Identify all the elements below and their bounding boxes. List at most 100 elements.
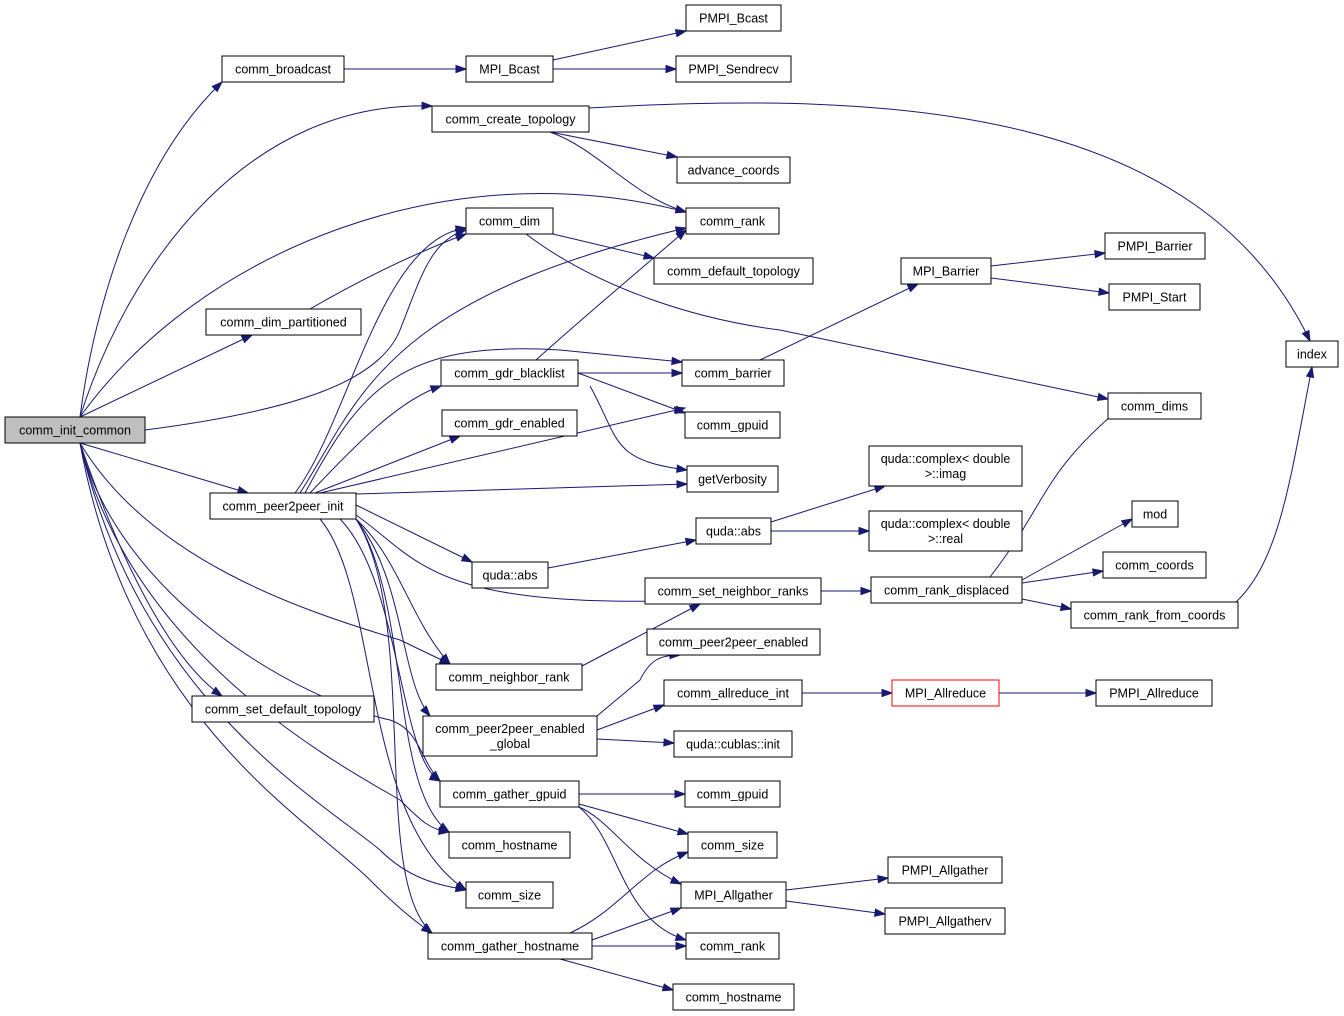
call-edge-arrowhead [675,941,688,951]
function-node-box [684,780,781,808]
call-edge-arrowhead [674,789,687,799]
function-node-comm-rank-b[interactable]: comm_rank [685,932,780,960]
function-node-comm-neighbor-rank[interactable]: comm_neighbor_rank [435,663,583,691]
function-node-label: comm_size [701,839,764,853]
function-node-comm-set-default-topology[interactable]: comm_set_default_topology [191,695,375,723]
function-node-label: comm_peer2peer_enabled [659,636,808,650]
call-edge-arrowhead [675,229,688,241]
function-node-label: >::real [928,532,963,546]
call-edge [549,131,678,158]
call-edge [596,704,665,731]
call-edge [785,877,889,891]
function-node-comm-rank-displaced[interactable]: comm_rank_displaced [870,576,1023,604]
call-edge [314,435,461,494]
function-node-mpi-allreduce[interactable]: MPI_Allreduce [891,679,1000,707]
function-node-comm-gdr-blacklist[interactable]: comm_gdr_blacklist [440,359,579,387]
function-node-pmpi-barrier[interactable]: PMPI_Barrier [1104,232,1206,260]
call-edge [79,442,441,782]
function-node-comm-hostname-a[interactable]: comm_hostname [448,831,571,859]
function-node-comm-init-common[interactable]: comm_init_common [4,416,146,444]
call-edge [79,442,249,494]
call-edge [79,105,433,418]
function-node-comm-allreduce-int[interactable]: comm_allreduce_int [663,679,803,707]
function-node-label: comm_broadcast [235,63,331,77]
function-node-label: comm_gpuid [697,419,769,433]
function-node-comm-dims[interactable]: comm_dims [1107,392,1202,420]
call-edge [294,227,467,494]
function-node-label: comm_size [478,889,541,903]
function-node-pmpi-sendrecv[interactable]: PMPI_Sendrecv [675,55,792,83]
function-node-advance-coords[interactable]: advance_coords [676,156,791,184]
function-node-mpi-bcast[interactable]: MPI_Bcast [465,55,554,83]
call-edge [578,806,687,941]
call-edge [79,442,223,697]
function-node-comm-size-b[interactable]: comm_size [687,831,778,859]
function-node-complex-real[interactable]: quda::complex< double>::real [868,510,1023,552]
function-node-box [900,257,992,285]
function-node-box [205,308,362,336]
function-node-comm-gpuid-a[interactable]: comm_gpuid [684,411,781,439]
function-node-comm-create-topology[interactable]: comm_create_topology [431,105,590,133]
function-node-quda-abs-b[interactable]: quda::abs [695,517,772,545]
call-edge-arrowhead [454,233,468,242]
function-node-comm-coords[interactable]: comm_coords [1102,551,1207,579]
function-node-comm-broadcast[interactable]: comm_broadcast [221,55,345,83]
function-node-comm-gather-gpuid[interactable]: comm_gather_gpuid [439,780,580,808]
function-node-comm-default-topology[interactable]: comm_default_topology [653,257,814,285]
function-node-pmpi-allreduce[interactable]: PMPI_Allreduce [1095,679,1213,707]
function-node-label: comm_gather_gpuid [453,788,567,802]
call-edge-arrowhead [1096,392,1110,401]
function-node-box [672,983,795,1011]
call-edge-arrowhead [674,29,688,38]
function-node-getverbosity[interactable]: getVerbosity [686,465,779,493]
function-node-comm-rank-a[interactable]: comm_rank [685,207,780,235]
function-node-mpi-barrier[interactable]: MPI_Barrier [900,257,992,285]
function-node-pmpi-allgather[interactable]: PMPI_Allgather [887,856,1003,884]
function-node-comm-rank-from-coords[interactable]: comm_rank_from_coords [1070,601,1239,629]
function-node-box [653,257,814,285]
function-node-pmpi-allgatherv[interactable]: PMPI_Allgatherv [884,907,1006,935]
function-node-comm-dim-partitioned[interactable]: comm_dim_partitioned [205,308,362,336]
call-edge-arrowhead [877,875,890,884]
function-node-box [663,679,803,707]
call-edge-arrowhead [211,80,224,93]
call-edge-arrowhead [688,603,702,613]
function-node-comm-peer2peer-init[interactable]: comm_peer2peer_init [209,492,357,520]
function-node-cublas-init[interactable]: quda::cublas::init [673,730,793,758]
function-node-box [448,831,571,859]
function-node-comm-size-a[interactable]: comm_size [465,881,554,909]
function-node-comm-barrier[interactable]: comm_barrier [681,359,785,387]
function-node-box [1108,283,1201,311]
function-node-comm-hostname-b[interactable]: comm_hostname [672,983,795,1011]
call-edge-arrowhead [1094,250,1107,259]
function-node-mod[interactable]: mod [1131,500,1179,528]
function-node-box [471,561,549,589]
function-node-quda-abs-a[interactable]: quda::abs [471,561,549,589]
function-node-comm-peer2peer-enabled-global[interactable]: comm_peer2peer_enabled_global [422,715,598,757]
function-node-comm-set-neighbor-ranks[interactable]: comm_set_neighbor_ranks [644,577,822,605]
function-node-comm-gather-hostname[interactable]: comm_gather_hostname [427,932,593,960]
function-node-label: PMPI_Start [1123,291,1187,305]
call-edge [525,233,1109,400]
call-edge-arrowhead [671,368,684,378]
call-edge-arrowhead [674,226,688,235]
function-node-label: MPI_Barrier [913,265,980,279]
function-node-pmpi-bcast[interactable]: PMPI_Bcast [685,4,782,32]
function-node-box [439,780,580,808]
call-edge-arrowhead [460,553,474,563]
function-node-label: quda::complex< double [881,517,1011,531]
function-node-mpi-allgather[interactable]: MPI_Allgather [680,881,787,909]
call-edge [355,514,701,602]
call-edge-arrowhead [669,875,683,885]
function-node-comm-dim[interactable]: comm_dim [465,207,554,235]
function-node-complex-imag[interactable]: quda::complex< double>::imag [868,445,1023,487]
function-node-pmpi-start[interactable]: PMPI_Start [1108,283,1201,311]
call-edge [309,233,467,310]
function-node-comm-gdr-enabled[interactable]: comm_gdr_enabled [441,409,578,437]
call-edge [319,518,467,891]
function-node-comm-peer2peer-enabled[interactable]: comm_peer2peer_enabled [646,628,821,656]
function-node-index[interactable]: index [1285,340,1339,368]
function-node-comm-gpuid-b[interactable]: comm_gpuid [684,780,781,808]
